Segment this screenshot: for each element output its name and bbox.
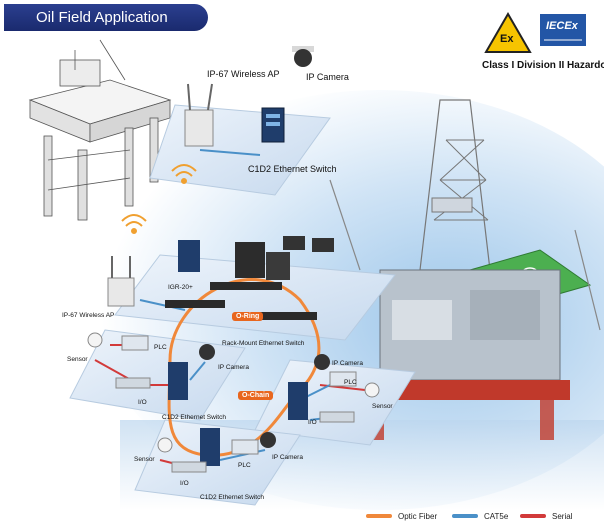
label-ip-camera-3: IP Camera (272, 454, 303, 461)
iecex-logo-icon (540, 14, 586, 46)
legend-swatch (366, 514, 392, 518)
wifi-signal-icon (121, 164, 197, 234)
label-io-2: I/O (308, 419, 317, 426)
legend-swatch (452, 514, 478, 518)
ethernet-switch-device (261, 107, 285, 143)
label-io-1: I/O (138, 399, 147, 406)
legend-item-serial: Serial (520, 510, 572, 522)
wireless-ap-device (184, 83, 214, 147)
page-title: Oil Field Application (4, 4, 208, 31)
label-sensor-2: Sensor (372, 403, 393, 410)
legend-item-cat5e: CAT5e (452, 510, 508, 522)
bottom-cluster-devices (157, 428, 276, 473)
ip-camera-device (292, 46, 314, 67)
label-plc-1: PLC (154, 344, 167, 351)
wireless-ap-left-device (107, 256, 135, 307)
o-ring-tag: O-Ring (232, 312, 264, 321)
label-ip-camera-1: IP Camera (218, 364, 249, 371)
label-wireless-ap-top: IP-67 Wireless AP (207, 69, 280, 79)
legend-swatch (520, 514, 546, 518)
o-chain-tag: O-Chain (238, 391, 274, 400)
label-wireless-ap-left: IP-67 Wireless AP (62, 312, 115, 319)
label-rack-switch: Rack-Mount Ethernet Switch (222, 340, 305, 347)
offshore-rig (329, 99, 601, 440)
control-room-equipment (165, 236, 334, 320)
legend-label: CAT5e (484, 511, 509, 521)
hazard-class-label: Class I Division II Hazardous (482, 60, 604, 71)
label-switch-top: C1D2 Ethernet Switch (248, 164, 337, 174)
label-sensor-3: Sensor (134, 456, 155, 463)
right-cluster-devices (288, 354, 380, 423)
label-plc-2: PLC (344, 379, 357, 386)
label-ip-camera-top: IP Camera (306, 72, 349, 82)
legend-label: Optic Fiber (398, 511, 438, 521)
optic-fiber-ring (167, 278, 321, 457)
label-io-3: I/O (180, 480, 189, 487)
label-ip-camera-2: IP Camera (332, 360, 363, 367)
offshore-platform-sketch (28, 39, 172, 221)
label-plc-3: PLC (238, 462, 251, 469)
plate-right (254, 359, 416, 446)
label-sensor-1: Sensor (67, 356, 88, 363)
left-cluster-devices (87, 332, 215, 400)
ex-hazard-icon (484, 12, 532, 53)
iecex-mark-text: IECEx (546, 20, 578, 32)
label-igr: IGR-20+ (168, 284, 193, 291)
legend-item-optic-fiber: Optic Fiber (366, 510, 437, 522)
label-switch-1: C1D2 Ethernet Switch (162, 414, 226, 421)
ex-mark-text: Ex (500, 33, 514, 45)
label-switch-3: C1D2 Ethernet Switch (200, 494, 264, 501)
legend-label: Serial (552, 511, 573, 521)
